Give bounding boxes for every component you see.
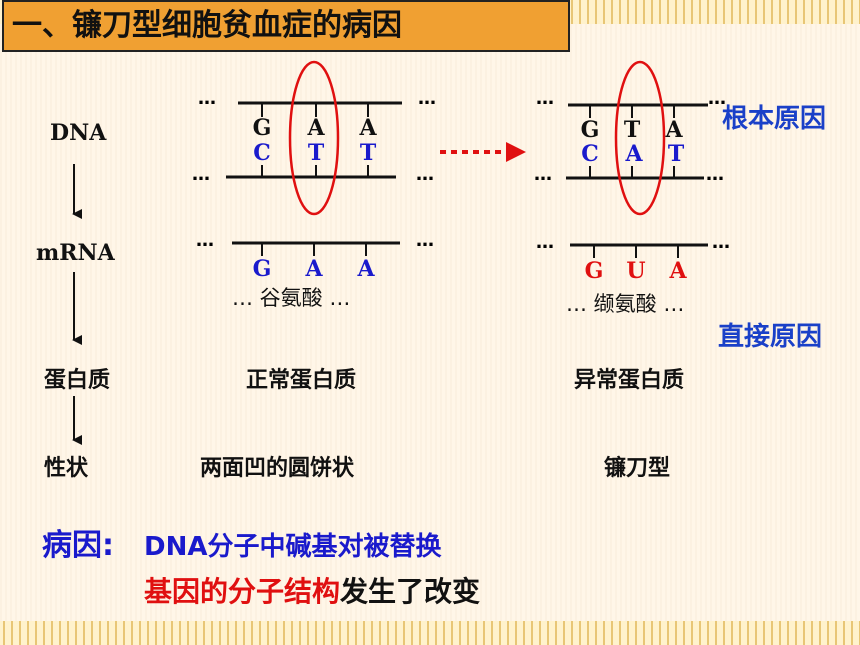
- dna-base: A: [359, 115, 377, 141]
- normal-highlight-ellipse: [288, 60, 340, 216]
- mrna-base: G: [584, 258, 604, 284]
- dna-base: C: [581, 141, 599, 167]
- sickle-trait: 镰刀型: [604, 456, 671, 481]
- ellipsis-dots: …: [536, 88, 554, 109]
- mrna-base: A: [357, 256, 375, 282]
- dna-base: T: [359, 140, 377, 166]
- dna-base: C: [253, 140, 271, 166]
- mrna-base: A: [305, 256, 323, 282]
- abnormal-protein: 异常蛋白质: [574, 368, 685, 393]
- ellipsis-dots: …: [534, 164, 552, 185]
- mutant-amino-acid: … 缬氨酸 …: [566, 292, 685, 316]
- dna-base: T: [667, 141, 685, 167]
- dna-label: DNA: [50, 120, 107, 146]
- dna-base: G: [252, 115, 272, 141]
- normal-trait: 两面凹的圆饼状: [200, 456, 355, 481]
- mutant-highlight-ellipse: [614, 60, 666, 216]
- ellipsis-dots: …: [192, 164, 210, 185]
- dna-base: A: [307, 115, 325, 141]
- conclusion-highlight: 基因的分子结构: [144, 575, 341, 608]
- ellipsis-dots: …: [416, 230, 434, 251]
- mrna-label: mRNA: [36, 240, 115, 266]
- ellipsis-dots: …: [708, 88, 726, 109]
- slide-title: 一、镰刀型细胞贫血症的病因: [2, 0, 570, 52]
- dna-base: T: [623, 117, 641, 143]
- trait-label: 性状: [44, 456, 89, 481]
- normal-amino-acid: … 谷氨酸 …: [232, 286, 351, 310]
- normal-protein: 正常蛋白质: [246, 368, 357, 393]
- root-cause-label: 根本原因: [722, 104, 827, 134]
- mrna-base: G: [252, 256, 272, 282]
- ellipsis-dots: …: [712, 232, 730, 253]
- dna-base: A: [625, 141, 643, 167]
- conclusion-rest: 发生了改变: [340, 575, 481, 608]
- mrna-base: A: [669, 258, 687, 284]
- dna-base: T: [307, 140, 325, 166]
- ellipsis-dots: …: [418, 88, 436, 109]
- ellipsis-dots: …: [416, 164, 434, 185]
- conclusion: 基因的分子结构发生了改变: [144, 570, 480, 610]
- ellipsis-dots: …: [536, 232, 554, 253]
- ellipsis-dots: …: [706, 164, 724, 185]
- decorative-bottom-stripe: [0, 621, 860, 645]
- dna-base: A: [665, 117, 683, 143]
- protein-label: 蛋白质: [44, 368, 111, 393]
- mrna-base: U: [626, 258, 646, 284]
- ellipsis-dots: …: [196, 230, 214, 251]
- dna-base: G: [580, 117, 600, 143]
- ellipsis-dots: …: [198, 88, 216, 109]
- direct-cause-label: 直接原因: [718, 322, 823, 352]
- cause-label: 病因:: [42, 528, 114, 563]
- cause-text: DNA分子中碱基对被替换: [144, 532, 442, 562]
